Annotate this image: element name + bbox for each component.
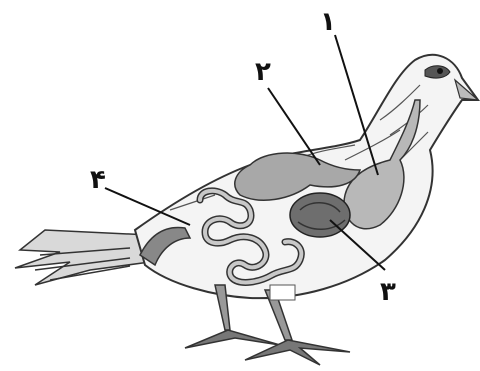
label-3: ۳ <box>380 277 396 307</box>
eye-icon <box>437 68 443 74</box>
label-1: ۱ <box>320 7 336 37</box>
bird-legs <box>185 285 350 365</box>
label-4: ۴ <box>90 165 106 195</box>
leg-band <box>270 285 295 300</box>
label-2: ۲ <box>255 57 271 87</box>
tail-feathers <box>15 230 150 285</box>
